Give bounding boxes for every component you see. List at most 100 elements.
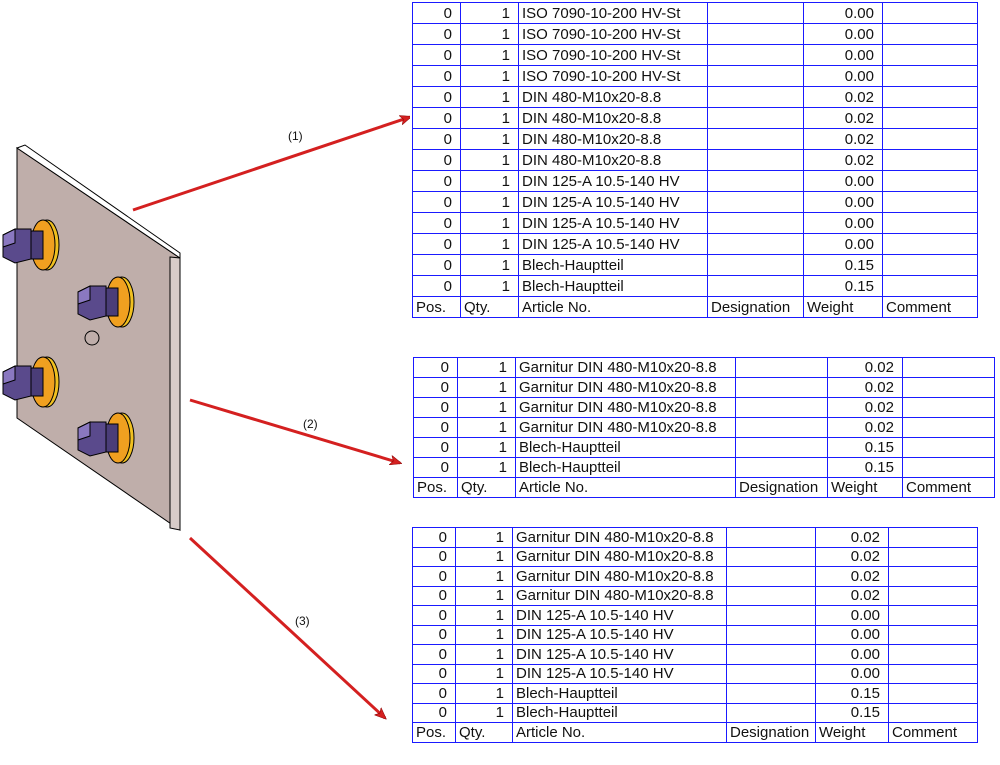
cell-designation — [707, 149, 804, 171]
cell-comment — [888, 546, 978, 567]
cell-pos: 0 — [412, 233, 461, 255]
cell-comment — [882, 149, 978, 171]
header-comment: Comment — [888, 722, 978, 743]
cell-pos: 0 — [413, 437, 458, 458]
cell-qty: 1 — [455, 585, 513, 606]
cell-comment — [888, 683, 978, 704]
cell-designation — [726, 546, 816, 567]
cell-article-no: Garnitur DIN 480-M10x20-8.8 — [515, 377, 736, 398]
cell-qty: 1 — [457, 377, 516, 398]
header-pos: Pos. — [412, 296, 461, 318]
cell-article-no: DIN 125-A 10.5-140 HV — [518, 233, 708, 255]
cell-designation — [707, 44, 804, 66]
cell-weight: 0.00 — [803, 2, 883, 24]
cell-qty: 1 — [455, 663, 513, 684]
assembly-illustration — [2, 0, 410, 765]
cell-article-no: Garnitur DIN 480-M10x20-8.8 — [512, 527, 727, 548]
cell-weight: 0.02 — [827, 377, 903, 398]
arrow-1-label: (1) — [288, 129, 303, 143]
cell-article-no: Blech-Hauptteil — [518, 254, 708, 276]
cell-pos: 0 — [412, 212, 461, 234]
cell-comment — [882, 23, 978, 45]
header-article-no: Article No. — [518, 296, 708, 318]
cell-qty: 1 — [457, 357, 516, 378]
cell-designation — [726, 585, 816, 606]
cell-article-no: Blech-Hauptteil — [512, 683, 727, 704]
cell-designation — [707, 191, 804, 213]
cell-qty: 1 — [460, 149, 519, 171]
cell-article-no: DIN 125-A 10.5-140 HV — [512, 644, 727, 665]
cell-weight: 0.15 — [815, 683, 889, 704]
cell-qty: 1 — [460, 2, 519, 24]
cell-comment — [882, 86, 978, 108]
header-designation: Designation — [707, 296, 804, 318]
cell-pos: 0 — [413, 417, 458, 438]
cell-pos: 0 — [412, 254, 461, 276]
cell-comment — [882, 128, 978, 150]
cell-comment — [882, 233, 978, 255]
header-designation: Designation — [726, 722, 816, 743]
cell-designation — [707, 254, 804, 276]
cell-pos: 0 — [412, 170, 461, 192]
cell-comment — [902, 357, 995, 378]
cell-designation — [735, 417, 828, 438]
cell-comment — [882, 2, 978, 24]
cell-article-no: Blech-Hauptteil — [518, 275, 708, 297]
cell-pos: 0 — [412, 86, 461, 108]
cell-pos: 0 — [412, 527, 456, 548]
header-pos: Pos. — [412, 722, 456, 743]
cell-pos: 0 — [412, 585, 456, 606]
cell-article-no: ISO 7090-10-200 HV-St — [518, 44, 708, 66]
cell-designation — [707, 128, 804, 150]
cell-comment — [882, 191, 978, 213]
cell-designation — [726, 624, 816, 645]
cell-article-no: DIN 480-M10x20-8.8 — [518, 128, 708, 150]
cell-pos: 0 — [412, 128, 461, 150]
cell-article-no: DIN 125-A 10.5-140 HV — [512, 605, 727, 626]
cell-article-no: Garnitur DIN 480-M10x20-8.8 — [512, 566, 727, 587]
cell-qty: 1 — [455, 624, 513, 645]
cell-qty: 1 — [457, 437, 516, 458]
cell-qty: 1 — [460, 107, 519, 129]
header-weight: Weight — [827, 477, 903, 498]
cell-weight: 0.02 — [803, 107, 883, 129]
cell-weight: 0.15 — [827, 437, 903, 458]
arrow-3 — [188, 536, 385, 718]
cell-weight: 0.00 — [803, 23, 883, 45]
cell-article-no: Garnitur DIN 480-M10x20-8.8 — [515, 357, 736, 378]
cell-weight: 0.15 — [827, 457, 903, 478]
cell-designation — [726, 644, 816, 665]
cell-comment — [888, 644, 978, 665]
cell-qty: 1 — [455, 527, 513, 548]
cell-comment — [888, 585, 978, 606]
header-weight: Weight — [815, 722, 889, 743]
cell-comment — [888, 605, 978, 626]
cell-qty: 1 — [457, 417, 516, 438]
header-comment: Comment — [902, 477, 995, 498]
cell-pos: 0 — [412, 683, 456, 704]
cell-comment — [888, 566, 978, 587]
cell-designation — [726, 527, 816, 548]
arrow-2 — [189, 398, 400, 463]
cell-weight: 0.02 — [815, 546, 889, 567]
cell-pos: 0 — [412, 191, 461, 213]
cell-comment — [882, 107, 978, 129]
cell-pos: 0 — [412, 644, 456, 665]
cell-qty: 1 — [460, 254, 519, 276]
cell-comment — [882, 65, 978, 87]
header-pos: Pos. — [413, 477, 458, 498]
cell-qty: 1 — [457, 397, 516, 418]
cell-designation — [707, 86, 804, 108]
cell-article-no: DIN 480-M10x20-8.8 — [518, 149, 708, 171]
